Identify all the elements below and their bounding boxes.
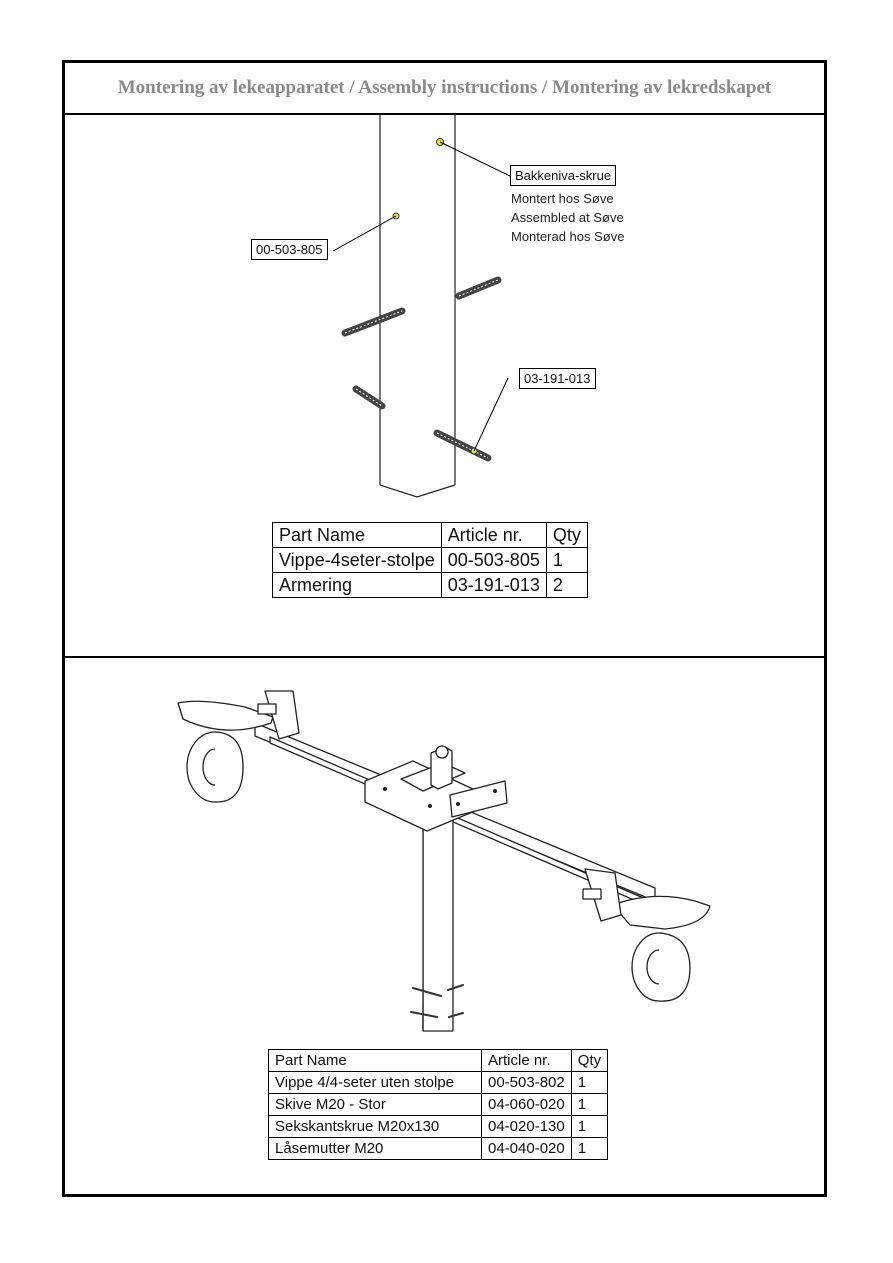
table-cell: Vippe-4seter-stolpe — [272, 547, 442, 573]
table-cell: Armering — [272, 572, 442, 598]
table-header-row: Part Name Article nr. Qty — [268, 1049, 609, 1072]
table-header-cell: Article nr. — [440, 522, 547, 548]
table-cell: 1 — [570, 1093, 609, 1116]
table-cell: 1 — [570, 1137, 609, 1160]
post-article-callout: 00-503-805 — [251, 239, 328, 260]
table-row: Vippe 4/4-seter uten stolpe 00-503-802 1 — [268, 1071, 609, 1094]
table-cell: Skive M20 - Stor — [268, 1093, 482, 1116]
table-cell: 1 — [545, 547, 588, 573]
table-cell: 04-060-020 — [481, 1093, 572, 1116]
table-cell: Vippe 4/4-seter uten stolpe — [268, 1071, 482, 1094]
table-cell: 1 — [570, 1071, 609, 1094]
section-divider — [65, 656, 824, 658]
table-header-cell: Part Name — [268, 1049, 482, 1072]
table-header-cell: Part Name — [272, 522, 442, 548]
table-cell: Sekskantskrue M20x130 — [268, 1115, 482, 1138]
note-line: Assembled at Søve — [511, 210, 624, 225]
post-illustration — [332, 113, 511, 498]
rebar-group — [341, 276, 502, 462]
table-cell: Låsemutter M20 — [268, 1137, 482, 1160]
table-header-cell: Article nr. — [481, 1049, 572, 1072]
parts-table-seesaw: Part Name Article nr. Qty Vippe 4/4-sete… — [268, 1049, 609, 1160]
note-line: Montert hos Søve — [511, 191, 614, 206]
page-frame: Montering av lekeapparatet / Assembly in… — [62, 60, 827, 1197]
page-title: Montering av lekeapparatet / Assembly in… — [117, 77, 772, 98]
table-row: Skive M20 - Stor 04-060-020 1 — [268, 1093, 609, 1116]
table-cell: 1 — [570, 1115, 609, 1138]
table-row: Vippe-4seter-stolpe 00-503-805 1 — [272, 547, 588, 573]
table-row: Låsemutter M20 04-040-020 1 — [268, 1137, 609, 1160]
table-cell: 00-503-805 — [440, 547, 547, 573]
table-row: Armering 03-191-013 2 — [272, 572, 588, 598]
table-row: Sekskantskrue M20x130 04-020-130 1 — [268, 1115, 609, 1138]
note-line: Monterad hos Søve — [511, 229, 625, 244]
table-cell: 2 — [545, 572, 588, 598]
assembly-note: Montert hos Søve Assembled at Søve Monte… — [511, 189, 624, 246]
table-cell: 04-040-020 — [481, 1137, 572, 1160]
table-cell: 03-191-013 — [440, 572, 547, 598]
table-header-cell: Qty — [570, 1049, 609, 1072]
page-header: Montering av lekeapparatet / Assembly in… — [65, 63, 824, 115]
ground-screw-callout: Bakkeniva-skrue — [510, 165, 617, 186]
parts-table-post: Part Name Article nr. Qty Vippe-4seter-s… — [272, 522, 588, 598]
table-header-cell: Qty — [545, 522, 588, 548]
table-cell: 00-503-802 — [481, 1071, 572, 1094]
rebar-article-callout: 03-191-013 — [519, 368, 596, 389]
table-header-row: Part Name Article nr. Qty — [272, 522, 588, 548]
seesaw-illustration — [177, 690, 711, 1032]
table-cell: 04-020-130 — [481, 1115, 572, 1138]
